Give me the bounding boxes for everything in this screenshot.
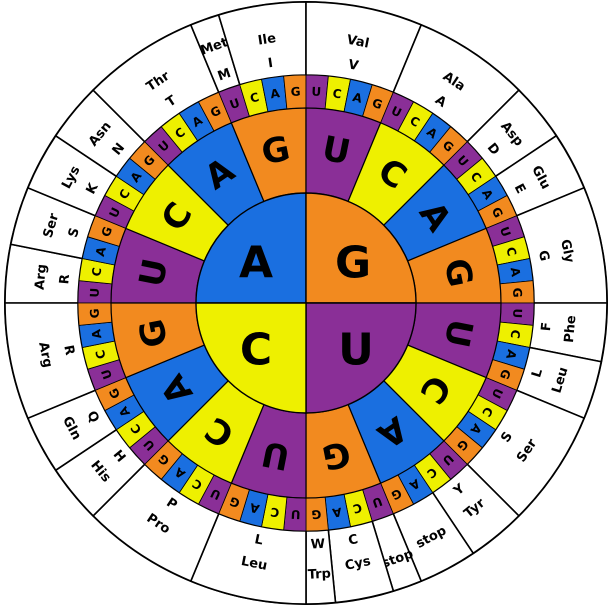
amino-acid-name: Arg [35,341,55,369]
first-base-quadrant [195,302,307,414]
third-base-letter: C [93,348,109,360]
third-base-letter: C [503,246,519,258]
third-base-letter: G [99,225,116,239]
amino-acid-code: W [310,537,325,553]
third-base-letter: C [351,500,363,516]
third-base-letter: C [332,86,343,101]
amino-acid-name: Gly [557,238,576,265]
third-base-letter: C [269,505,280,520]
third-base-letter: G [88,308,102,319]
first-base-quadrant [305,302,417,414]
amino-acid-code: G [535,249,552,262]
third-base-letter: G [311,507,322,521]
amino-acid-name: Ser [41,211,63,239]
third-base-letter: A [331,505,343,520]
first-base-quadrant [305,192,417,304]
third-base-letter: U [510,308,524,318]
amino-acid-name: Arg [33,263,50,290]
amino-acid-name: Val [345,33,370,52]
third-base-letter: U [497,225,513,239]
first-base-letter: A [239,238,273,289]
third-base-letter: U [99,367,115,381]
amino-acid-code: V [347,57,360,74]
third-base-letter: A [93,245,109,258]
third-base-letter: U [370,494,384,510]
third-base-letter: A [89,328,104,340]
third-base-letter: A [269,86,281,101]
third-base-letter: A [248,500,261,516]
amino-acid-name: Cys [344,554,372,574]
third-base-letter: U [88,287,102,297]
amino-acid-code: L [253,532,264,548]
amino-acid-name: Leu [240,554,269,574]
third-base-letter: A [503,348,519,361]
amino-acid-code: R [60,344,77,357]
amino-acid-code: M [216,66,233,84]
third-base-letter: C [249,90,261,106]
amino-acid-code: C [347,532,359,549]
third-base-letter: U [290,507,300,521]
amino-acid-code: I [267,56,274,72]
third-base-letter: A [508,266,523,278]
first-base-letter: C [240,325,272,376]
third-base-letter: C [508,329,523,340]
amino-acid-code: S [66,226,83,239]
first-base-ring: A GU C [195,192,417,414]
third-base-letter: G [510,287,524,298]
first-base-quadrant [195,192,307,304]
third-base-letter: U [228,96,242,112]
amino-acid-code: F [539,322,555,332]
amino-acid-name: Ile [257,31,277,49]
third-base-letter: A [351,90,364,106]
amino-acid-name: Leu [550,365,572,395]
third-base-letter: G [290,85,301,99]
amino-acid-name: Phe [562,314,580,343]
third-base-letter: C [89,266,104,277]
third-base-letter: G [370,96,384,113]
first-base-letter: G [335,238,371,289]
third-base-letter: G [228,494,242,511]
first-base-letter: U [338,325,374,376]
third-base-letter: G [497,367,514,381]
amino-acid-code: R [57,274,73,285]
amino-acid-name: Trp [307,567,331,583]
third-base-letter: U [311,85,321,99]
